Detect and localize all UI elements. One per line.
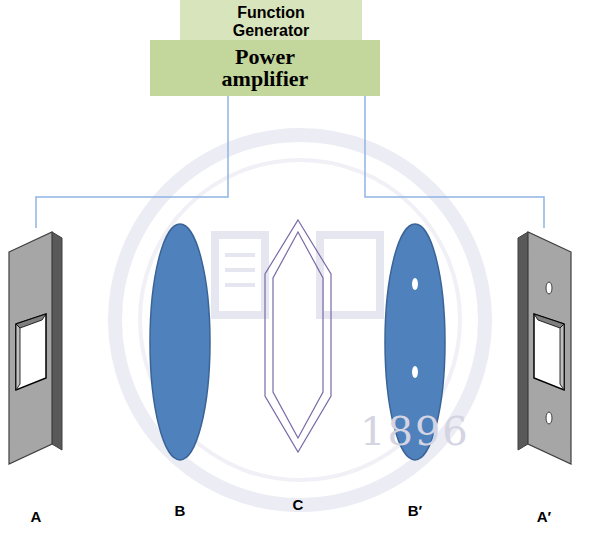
lens-disc [148,222,212,462]
electrode-plate [514,228,574,468]
watermark-year: 1896 [360,408,470,454]
electrode-a-prime: A′ [514,228,574,468]
part-label: A′ [514,508,574,525]
cell-c: C [263,216,333,456]
electrode-plate [6,228,66,468]
hexagonal-cell [263,216,333,456]
box-label: Function Generator [221,4,321,40]
wire [365,96,544,228]
part-label: B′ [383,502,447,519]
electrode-a: A [6,228,66,468]
part-label: A [6,508,66,525]
part-label: B [148,502,212,519]
disc-b: B [148,222,212,462]
amplifier-box: Power amplifier [150,40,380,96]
wire [36,96,228,228]
part-label: C [263,496,333,513]
box-label: Power amplifier [190,46,340,90]
